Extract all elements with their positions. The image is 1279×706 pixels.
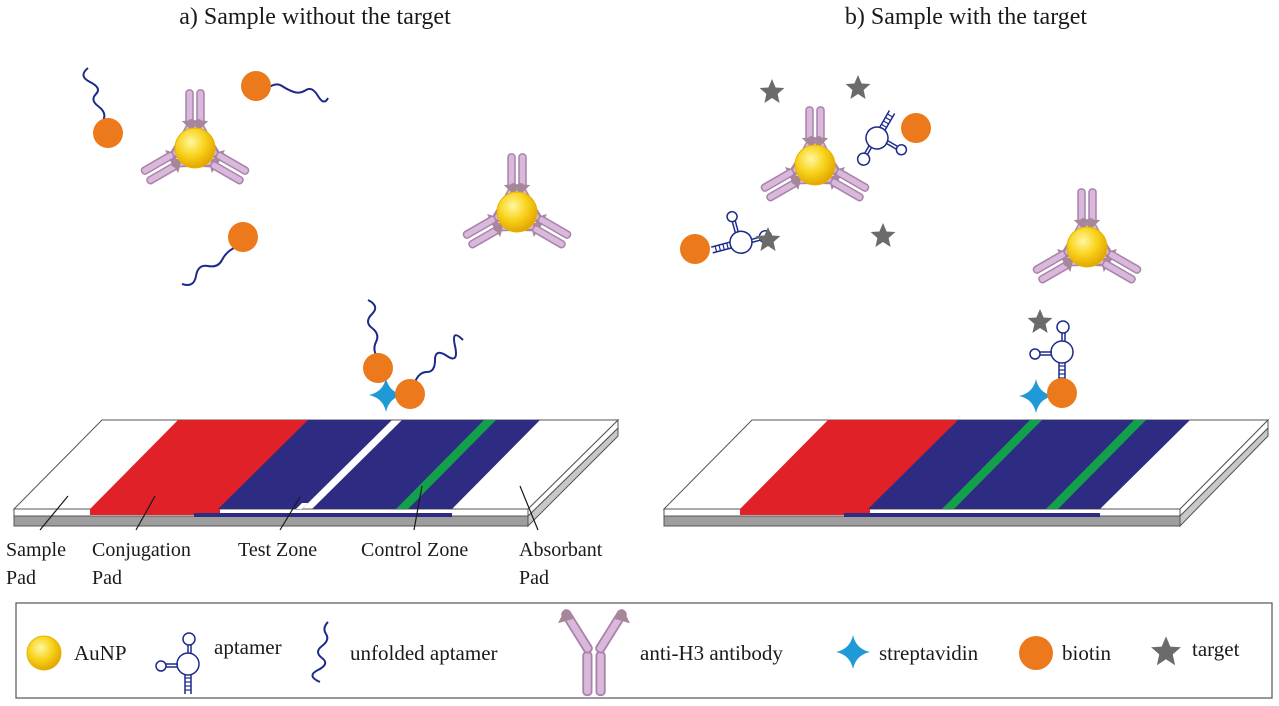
test-line-b (942, 420, 1042, 509)
legend-streptavidin-label: streptavidin (879, 641, 979, 665)
biotin-icon (93, 118, 123, 148)
absorbant-pad-label-2: Pad (519, 567, 549, 589)
legend-target-label: target (1192, 637, 1240, 661)
panel-b-biotin-aptamer-target-2 (680, 202, 781, 264)
strip-b (662, 418, 1270, 528)
panel-b-aunp-cluster-2 (1022, 189, 1152, 302)
sample-pad-label-2: Pad (6, 567, 36, 589)
aunp-icon (26, 635, 62, 671)
absorbant-pad-label-1: Absorbant (519, 539, 603, 561)
sample-pad-label-1: Sample (6, 539, 66, 561)
biotin-legend-icon (1019, 636, 1053, 670)
conjugation-pad-label-2: Pad (92, 567, 122, 589)
panel-a-aunp-cluster (130, 90, 260, 203)
legend-aunp-label: AuNP (74, 641, 127, 665)
legend-biotin-label: biotin (1062, 641, 1112, 665)
panel-b-bound-complex (1019, 309, 1077, 413)
panel-b-title: b) Sample with the target (845, 4, 1088, 30)
biotin-icon (241, 71, 271, 101)
control-line-b (1046, 420, 1146, 509)
panel-a-biotin-unfolded-aptamer-3 (181, 222, 258, 286)
panel-a-streptavidin-complex (363, 299, 464, 412)
target-icon (870, 223, 896, 247)
strip-a-labels: Sample Pad Conjugation Pad Test Zone Con… (6, 539, 603, 589)
panel-a-biotin-unfolded-aptamer-1 (82, 67, 123, 148)
test-zone-label: Test Zone (238, 539, 317, 561)
unfolded-aptamer-icon (311, 621, 329, 683)
membrane-section-1 (218, 420, 392, 509)
control-line-a (396, 420, 496, 509)
panel-b-biotin-aptamer-target-1 (845, 75, 931, 182)
panel-a-biotin-unfolded-aptamer-2 (241, 71, 329, 103)
conjugation-pad-b (740, 420, 960, 509)
membrane-section-2 (312, 420, 540, 509)
control-zone-label: Control Zone (361, 539, 468, 561)
legend-aptamer-label: aptamer (214, 635, 282, 659)
biotin-icon (228, 222, 258, 252)
strip-a-leader-lines (39, 485, 539, 531)
legend-antibody-label: anti-H3 antibody (640, 641, 783, 665)
legend-box (15, 602, 1273, 699)
target-icon (759, 79, 785, 103)
conjugation-pad-label-1: Conjugation (92, 539, 191, 561)
legend-unfolded-aptamer-label: unfolded aptamer (350, 641, 498, 665)
panel-a-aunp-cluster-2 (452, 154, 582, 267)
strip-a (12, 418, 620, 528)
membrane-b (868, 420, 1190, 509)
legend: AuNP aptamer unfolded aptamer anti-H3 an… (15, 602, 1273, 699)
conjugation-pad (90, 420, 310, 509)
panel-a-title: a) Sample without the target (179, 4, 451, 30)
